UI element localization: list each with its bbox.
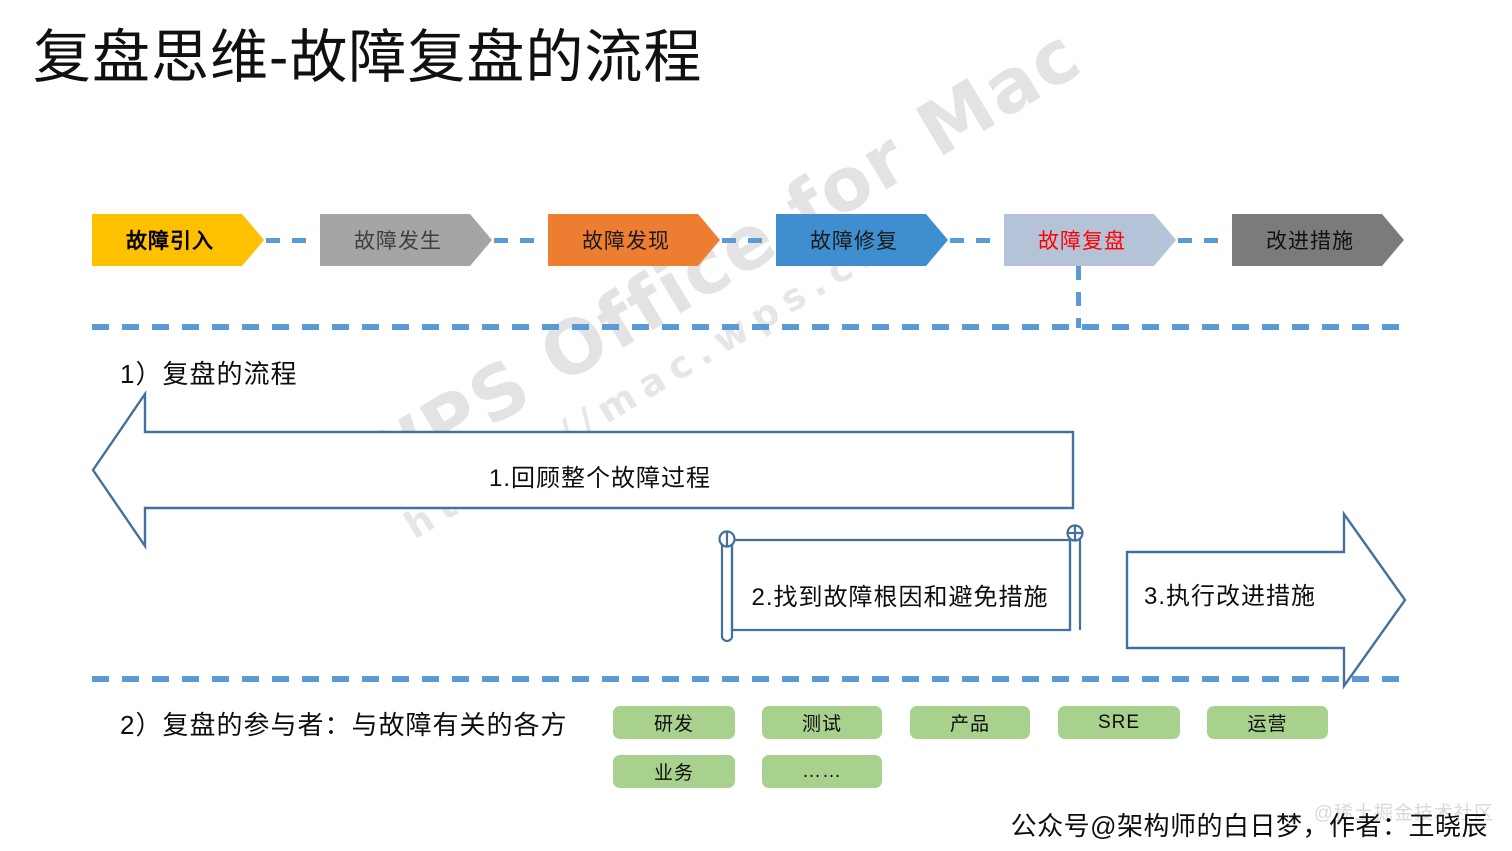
step-2-label: 2.找到故障根因和避免措施 [751,584,1049,611]
section-2-label: 2）复盘的参与者：与故障有关的各方 [120,710,568,740]
flow-connector-5 [1178,238,1230,243]
flow-stage-1[interactable]: 故障引入 [92,214,264,266]
flow-connector-4 [950,238,1002,243]
fault-lifecycle-flow: 故障引入 故障发生 故障发现 故障修复 故障复盘 改进措施 [92,214,1402,266]
step-1-left-arrow-shape [91,390,1075,550]
page-title: 复盘思维-故障复盘的流程 [33,25,703,90]
section-1-label: 1）复盘的流程 [120,359,298,389]
step-2-scroll-shape [718,524,1084,643]
participant-tag[interactable]: 业务 [613,755,735,788]
review-stage-connector [1076,266,1081,328]
flow-stage-label: 改进措施 [1266,230,1354,253]
separator-bottom [92,676,1412,682]
flow-stage-label: 故障复盘 [1038,230,1126,253]
footer-credit: 公众号@架构师的白日梦，作者：王晓辰 [1010,811,1488,841]
flow-stage-label: 故障发现 [582,230,670,253]
participant-tag[interactable]: 产品 [910,706,1030,739]
participant-tag[interactable]: …… [762,755,882,788]
flow-stage-4[interactable]: 故障修复 [776,214,948,266]
flow-stage-6[interactable]: 改进措施 [1232,214,1404,266]
step-1-label: 1.回顾整个故障过程 [488,465,711,492]
flow-stage-5[interactable]: 故障复盘 [1004,214,1176,266]
flow-stage-3[interactable]: 故障发现 [548,214,720,266]
flow-stage-label: 故障发生 [354,230,442,253]
step-3-label: 3.执行改进措施 [1143,583,1316,610]
participant-tag[interactable]: SRE [1058,706,1180,739]
flow-stage-2[interactable]: 故障发生 [320,214,492,266]
participant-tag[interactable]: 运营 [1207,706,1328,739]
flow-stage-label: 故障修复 [810,230,898,253]
flow-connector-1 [266,238,318,243]
step-3-right-arrow-shape [1125,510,1407,690]
separator-top [92,324,1412,330]
participant-tag[interactable]: 研发 [613,706,735,739]
participant-tag[interactable]: 测试 [762,706,882,739]
flow-connector-3 [722,238,774,243]
flow-stage-label: 故障引入 [126,230,214,253]
flow-connector-2 [494,238,546,243]
